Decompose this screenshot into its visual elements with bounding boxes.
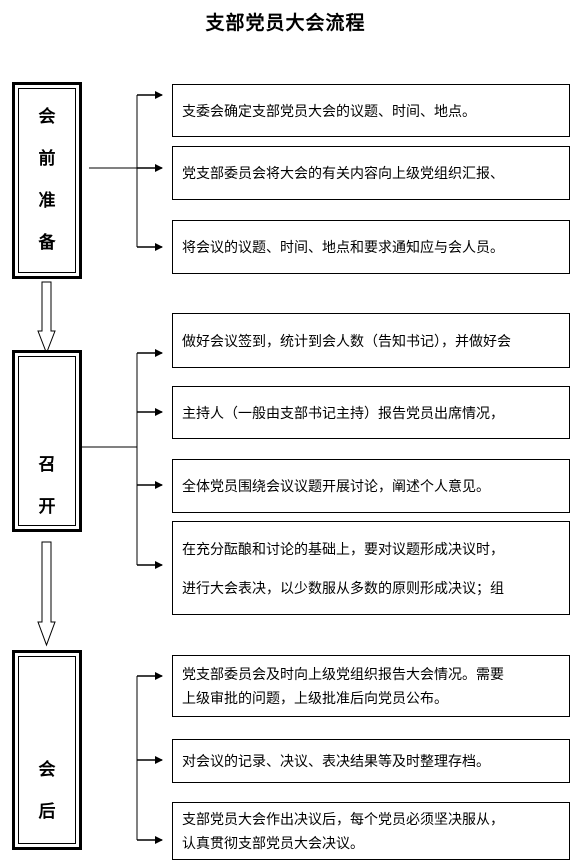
step-box: 党支部委员会及时向上级党组织报告大会情况。需要 上级审批的问题，上级批准后向党员…	[172, 655, 570, 717]
stage-1-connectors	[89, 91, 163, 251]
down-arrow-2	[37, 541, 56, 647]
stage-box-prep: 会 前 准 备	[12, 82, 82, 279]
step-text: 上级审批的问题，上级批准后向党员公布。	[182, 691, 448, 707]
step-box: 主持人（一般由支部书记主持）报告党员出席情况，	[172, 386, 570, 439]
step-box: 做好会议签到，统计到会人数（告知书记），并做好会	[172, 313, 570, 368]
step-box: 全体党员围绕会议议题开展讨论，阐述个人意见。	[172, 459, 570, 513]
step-text: 全体党员围绕会议议题开展讨论，阐述个人意见。	[182, 479, 490, 495]
step-text: 进行大会表决，以少数服从多数的原则形成决议；组	[182, 580, 504, 597]
stage-char: 开	[38, 497, 56, 517]
stage-box-convene: 召 开	[12, 350, 82, 532]
step-box: 在充分酝酿和讨论的基础上，要对议题形成决议时， 进行大会表决，以少数服从多数的原…	[172, 521, 570, 615]
down-arrow-1	[37, 281, 56, 355]
step-text: 认真贯彻支部党员大会决议。	[182, 836, 364, 852]
page-title: 支部党员大会流程	[205, 12, 366, 34]
step-text: 主持人（一般由支部书记主持）报告党员出席情况，	[182, 405, 504, 422]
step-text: 将会议的议题、时间、地点和要求通知应与会人员。	[182, 240, 504, 256]
step-text: 支部党员大会作出决议后，每个党员必须坚决服从，	[182, 812, 504, 828]
step-text: 党支部委员会及时向上级党组织报告大会情况。需要	[182, 667, 504, 683]
step-box: 支委会确定支部党员大会的议题、时间、地点。	[172, 84, 570, 137]
stage-char: 会	[38, 760, 56, 780]
stage-char: 召	[38, 455, 56, 475]
step-text: 党支部委员会将大会的有关内容向上级党组织汇报、	[182, 166, 504, 182]
stage-char: 前	[38, 149, 56, 169]
stage-char: 准	[38, 191, 56, 211]
stage-char: 后	[38, 802, 56, 822]
step-text: 在充分酝酿和讨论的基础上，要对议题形成决议时，	[182, 541, 504, 558]
step-text: 做好会议签到，统计到会人数（告知书记），并做好会	[182, 333, 511, 350]
step-text: 对会议的记录、决议、表决结果等及时整理存档。	[182, 754, 490, 770]
stage-3-connectors	[136, 672, 163, 844]
stage-2-connectors	[80, 349, 163, 569]
stage-box-after: 会 后	[12, 650, 82, 850]
step-box: 支部党员大会作出决议后，每个党员必须坚决服从， 认真贯彻支部党员大会决议。	[172, 802, 570, 860]
step-box: 将会议的议题、时间、地点和要求通知应与会人员。	[172, 220, 570, 274]
step-box: 党支部委员会将大会的有关内容向上级党组织汇报、	[172, 146, 570, 200]
stage-char: 备	[38, 233, 56, 253]
step-box: 对会议的记录、决议、表决结果等及时整理存档。	[172, 739, 570, 783]
stage-char: 会	[38, 107, 56, 127]
step-text: 支委会确定支部党员大会的议题、时间、地点。	[182, 103, 476, 120]
